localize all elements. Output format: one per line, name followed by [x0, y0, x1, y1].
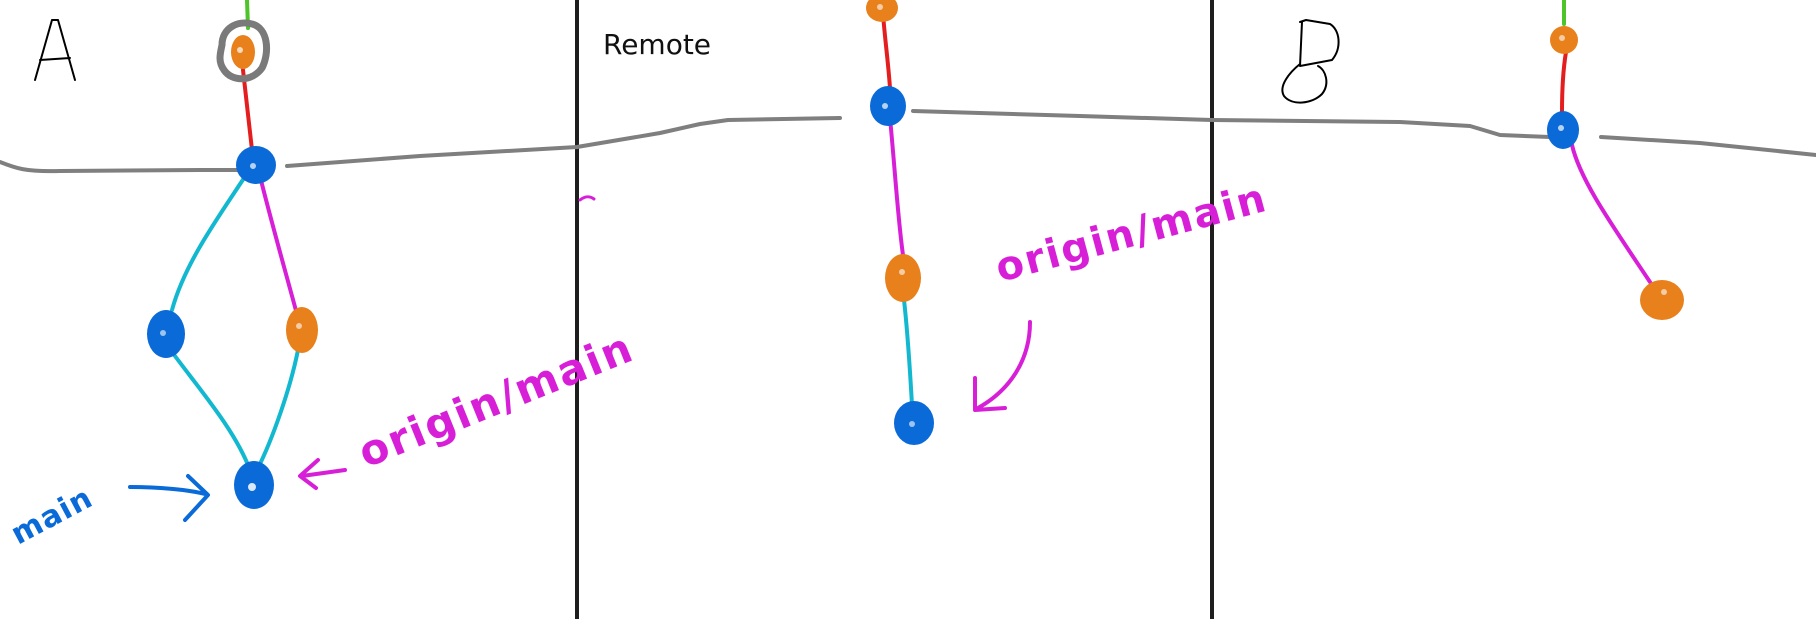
- panel-b-title: B: [1281, 19, 1340, 104]
- commit-b-base: [1547, 111, 1579, 149]
- panel-a-title: A: [34, 19, 76, 81]
- link-red-b: [1560, 50, 1568, 114]
- panel-remote-title: Remote: [603, 28, 711, 61]
- link-red-a: [241, 68, 254, 152]
- label-remote-origin-main-text: origin/main: [991, 175, 1273, 292]
- link-cyan-a-left-down: [170, 350, 252, 472]
- commit-b-orange: [1640, 280, 1684, 320]
- label-a-origin-main-text: origin/main: [351, 322, 640, 477]
- panel-a: A m: [5, 0, 641, 552]
- history-baseline: [0, 109, 1816, 174]
- commit-remote-base: [870, 86, 906, 126]
- label-a-main-text: main: [5, 480, 98, 552]
- commit-a-left-branch: [147, 310, 185, 358]
- link-magenta-a: [256, 166, 300, 320]
- label-a-origin-main: origin/main: [351, 322, 640, 477]
- commit-remote-top: [866, 0, 898, 22]
- commit-remote-head: [894, 401, 934, 445]
- panel-remote: Remote origin/main: [578, 0, 1273, 445]
- panel-b: B: [1281, 0, 1684, 320]
- commit-a-right-branch: [286, 307, 318, 353]
- arrow-a-main: [128, 474, 210, 522]
- commit-a-merge: [234, 461, 274, 509]
- stray-mark-remote: [578, 195, 596, 202]
- label-a-main: main: [5, 480, 98, 552]
- arrow-remote-origin-main: [973, 320, 1032, 412]
- arrow-a-origin-main: [298, 458, 347, 490]
- commit-remote-orange: [885, 254, 921, 302]
- link-magenta-remote: [888, 116, 905, 257]
- link-cyan-remote: [902, 298, 914, 407]
- label-remote-origin-main: origin/main: [991, 175, 1273, 292]
- commit-a-base: [236, 146, 276, 184]
- link-red-remote: [881, 12, 892, 90]
- link-magenta-b: [1570, 143, 1652, 284]
- commit-b-top: [1550, 26, 1578, 54]
- commit-a-top-highlighted: [216, 19, 271, 83]
- link-cyan-a-left-up: [170, 170, 250, 312]
- link-cyan-a-right-down: [256, 348, 300, 470]
